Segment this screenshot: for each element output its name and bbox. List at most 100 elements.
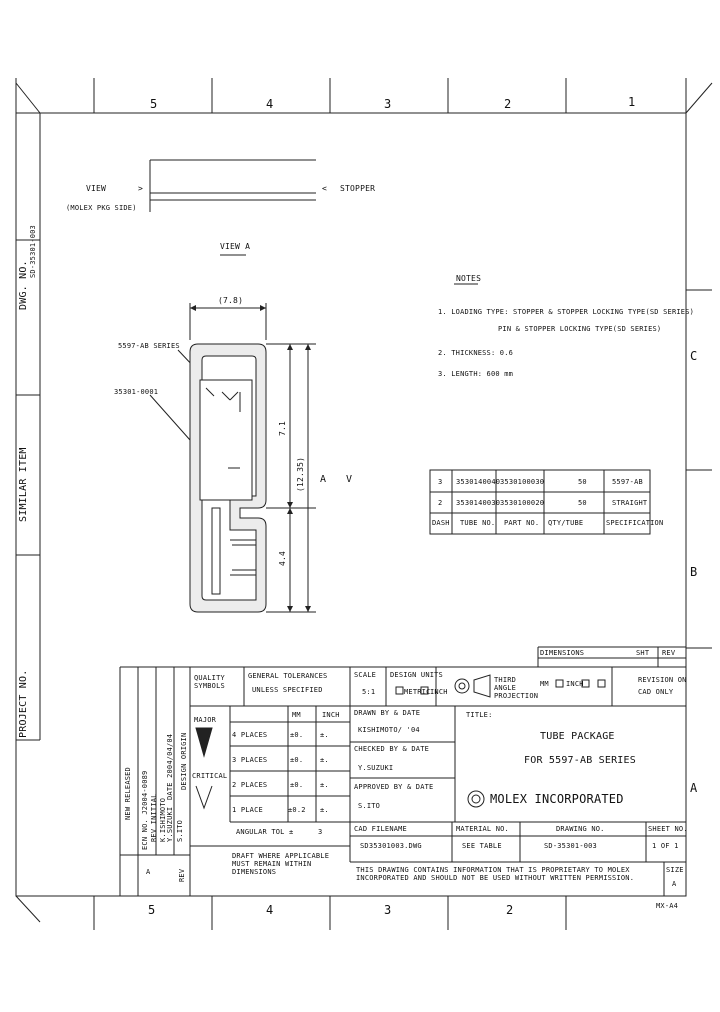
view-label: VIEW [86,184,107,193]
view-a-marker: A [320,474,327,485]
tol-row-3-inch: ±. [320,781,329,789]
rev-block-new-released: NEW RELEASED [124,767,132,820]
note-1: 1. LOADING TYPE: STOPPER & STOPPER LOCKI… [438,308,695,316]
tube-profile [189,343,267,613]
parts-header-dash: DASH [432,519,450,527]
sheet-no-label: SHEET NO. [648,825,688,833]
zone-row-c: C [690,349,698,363]
tol-row-3-label: 2 PLACES [232,781,268,789]
rev-block-date: DATE 2004/04/04 [166,733,174,800]
tol-header-mm: MM [292,711,301,719]
major-label: MAJOR [194,716,217,724]
tol-row-2-mm: ±0. [290,756,304,764]
parts-header-part: PART NO. [504,519,540,527]
drawn-by-label: DRAWN BY & DATE [354,709,421,717]
title-line-2: FOR 5597-AB SERIES [524,755,636,766]
parts-row-2-qty: 50 [578,499,587,507]
general-tolerances: GENERAL TOLERANCES [248,672,328,680]
units-inch: INCH [430,688,448,696]
zone-col-3-bottom: 3 [384,903,392,917]
rev-label-top: REV [662,649,676,657]
zone-col-2-top: 2 [504,97,512,111]
tol-row-1-mm: ±0. [290,731,304,739]
left-arrow: > [138,184,144,193]
unless-specified: UNLESS SPECIFIED [252,686,323,694]
angular-value: 3 [318,828,323,836]
parts-header-spec: SPECIFICATION [606,519,664,527]
zone-col-1-top: 1 [628,95,636,109]
tol-header-inch: INCH [322,711,340,719]
dimensions-label: DIMENSIONS [540,649,585,657]
rev-block-ecn: ECN NO. J2004-0089 [141,770,149,850]
parts-row-2-part: 3530100020 [500,499,545,507]
cad-filename-value: SD35301003.DWG [360,842,422,850]
project-no-label: PROJECT NO. [18,669,29,738]
parts-row-1-dash: 3 [438,478,443,486]
drawing-no-value: SD-35301-003 [544,842,597,850]
note-3: 3. LENGTH: 600 mm [438,370,514,378]
dwg-no-label: DWG. NO. [18,260,29,310]
cad-filename-label: CAD FILENAME [354,825,407,833]
parts-row-1-qty: 50 [578,478,587,486]
parts-row-1-spec: 5597-AB [612,478,643,486]
parts-row-1-tube: 3530140040 [456,478,501,486]
zone-col-2-bottom: 2 [506,903,514,917]
note-2: 2. THICKNESS: 0.6 [438,349,514,357]
drawing-border [15,112,687,897]
material-label: MATERIAL NO. [456,825,509,833]
third-angle-symbol [454,674,491,698]
revision-on-label: REVISION ON [638,676,687,684]
inch-label: INCH [566,680,584,688]
rev-block-design-origin: DESIGN ORIGIN [180,732,188,790]
rev-block-checked: Y.SUZUKI [166,806,174,842]
major-symbol [195,727,213,758]
view-a-label: VIEW A [220,242,251,251]
tol-row-2-inch: ±. [320,756,329,764]
angular-tol: ANGULAR TOL ± [236,828,294,836]
tol-row-4-mm: ±0.2 [288,806,306,814]
zone-col-4-bottom: 4 [266,903,274,917]
title-line-1: TUBE PACKAGE [540,731,615,742]
molex-logo [467,790,485,808]
critical-label: CRITICAL [192,772,228,780]
tol-row-2-label: 3 PLACES [232,756,268,764]
quality-symbols: QUALITY SYMBOLS [194,674,225,690]
similar-item-label: SIMILAR ITEM [18,447,29,522]
design-units-label: DESIGN UNITS [390,671,443,679]
tol-row-1-inch: ±. [320,731,329,739]
rev-word: REV [178,868,186,882]
tube-part-label: 35301-0001 [114,388,159,396]
critical-symbol [195,785,213,810]
title-label: TITLE: [466,711,493,719]
tol-row-3-mm: ±0. [290,781,304,789]
drawn-by-value: KISHIMOTO/ '04 [358,726,420,734]
checked-by-value: Y.SUZUKI [358,764,394,772]
scale-label: SCALE [354,671,377,679]
zone-col-5-bottom: 5 [148,903,156,917]
parts-row-2-tube: 3530140030 [456,499,501,507]
view-sublabel: (MOLEX PKG SIDE) [66,204,137,212]
right-arrow: < [322,184,328,193]
series-label: 5597-AB SERIES [118,342,180,350]
rev-block-initial: REV INITIAL [150,793,158,842]
proprietary-notice: THIS DRAWING CONTAINS INFORMATION THAT I… [356,866,635,882]
checked-by-label: CHECKED BY & DATE [354,745,430,753]
zone-row-a: A [690,781,698,795]
drawing-no-label: DRAWING NO. [556,825,605,833]
company-name: MOLEX INCORPORATED [490,792,624,806]
zone-col-3-top: 3 [384,97,392,111]
rev-letter: A [146,868,151,876]
cad-only-label: CAD ONLY [638,688,674,696]
zone-col-4-top: 4 [266,97,274,111]
parts-row-1-part: 3530100030 [500,478,545,486]
zone-row-b: B [690,565,698,579]
third-angle-label: THIRD ANGLE PROJECTION [494,676,539,700]
sheet-no-value: 1 OF 1 [652,842,679,850]
scale-value: 5:1 [362,688,376,696]
dim-lower: 4.4 [278,550,287,566]
tol-row-4-label: 1 PLACE [232,806,263,814]
size-value: A [672,880,677,888]
dim-total: (12.35) [296,456,305,492]
